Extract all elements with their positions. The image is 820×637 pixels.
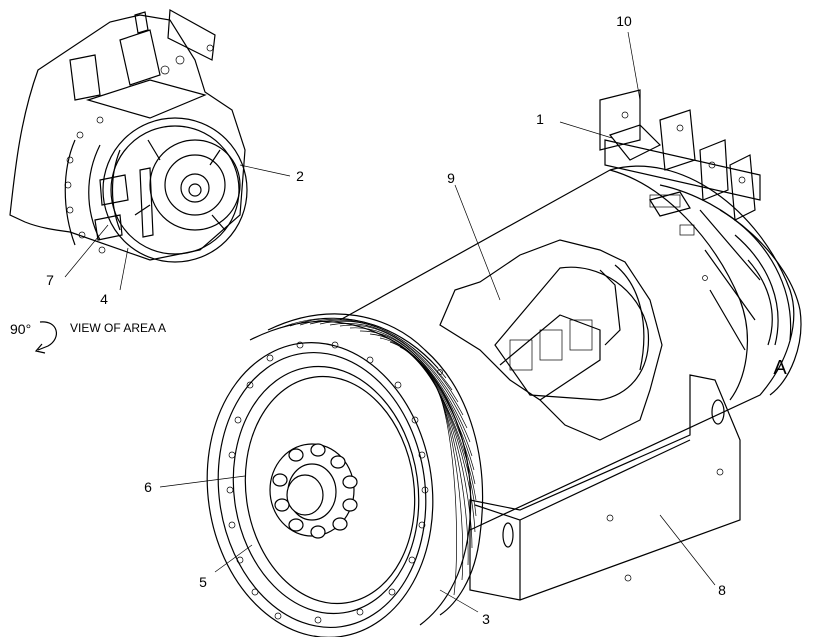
callout-10: 10	[616, 13, 632, 29]
view-note-text: VIEW OF AREA A	[70, 321, 166, 335]
callout-6: 6	[144, 479, 152, 495]
callout-3: 3	[482, 611, 490, 627]
leader-lines	[64, 31, 716, 613]
callout-7: 7	[46, 272, 54, 288]
callout-1: 1	[536, 111, 544, 127]
callout-5: 5	[199, 574, 207, 590]
view-note: 90° VIEW OF AREA A	[10, 321, 166, 354]
area-marker-a: A	[773, 357, 787, 379]
callout-2: 2	[296, 168, 304, 184]
callout-8: 8	[718, 582, 726, 598]
rotate-arrow-icon	[37, 321, 57, 351]
inset-view-area-a	[9, 9, 248, 263]
callout-9: 9	[447, 170, 455, 186]
front-end-assembly	[206, 313, 484, 637]
rotation-angle: 90°	[10, 321, 31, 337]
callout-4: 4	[100, 291, 108, 307]
generator-main-body	[339, 89, 802, 601]
